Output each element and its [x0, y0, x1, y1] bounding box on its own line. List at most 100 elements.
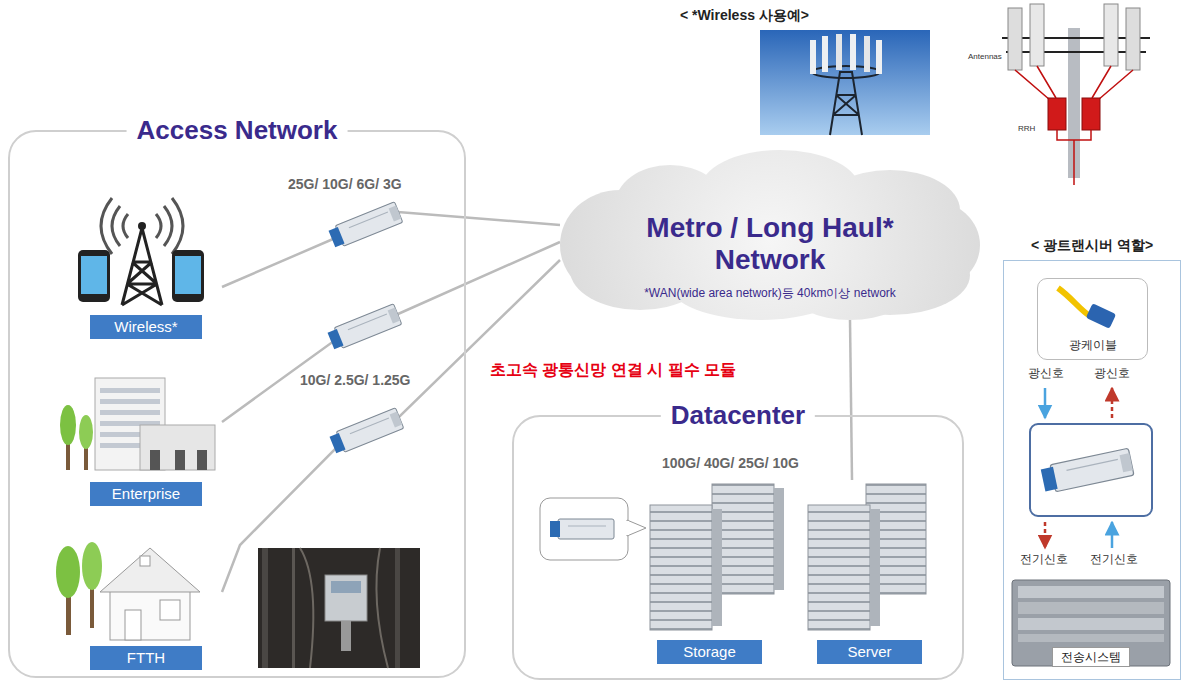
speed-label: 25G/ 10G/ 6G/ 3G [288, 176, 402, 193]
transceiver-frame [1050, 448, 1134, 492]
transceiver-callout [626, 521, 629, 535]
transceiver-frame [1030, 424, 1152, 516]
tower-photo [810, 40, 816, 74]
speed-label: 10G/ 2.5G/ 1.25G [300, 372, 411, 389]
metro-network-cloud: Metro / Long Haul* Network *WAN(wide area… [560, 150, 980, 320]
transceiver-module [330, 433, 346, 453]
transceiver-frame [1040, 448, 1134, 494]
signal-arrow [1044, 522, 1047, 548]
blue-label-box: Enterprise [90, 482, 202, 506]
signal-label: 전기신호 [1090, 552, 1138, 566]
part-name: Antennas [968, 52, 1002, 62]
panel-border [1003, 260, 1181, 680]
device-label: 전송시스템 [1052, 647, 1130, 667]
transmission-device-picture [1018, 586, 1164, 598]
house-icon [56, 542, 200, 640]
building-icon [79, 415, 93, 449]
transceiver-module [335, 202, 403, 246]
signal-arrow [1044, 388, 1047, 418]
datacenter-region: DatacenterStorageServer [512, 415, 964, 680]
transceiver-module [349, 212, 388, 228]
storage-rack [774, 488, 784, 590]
signal-arrow [1111, 522, 1114, 548]
transceiver-module [336, 408, 404, 452]
enterprise-node: Enterprise [52, 367, 222, 509]
transceiver-module [348, 314, 387, 330]
transmission-device-picture [1012, 580, 1170, 666]
antenna-rrh-illustration [1126, 8, 1140, 70]
note-text: 초고속 광통신망 연결 시 필수 모듈 [490, 360, 736, 379]
cell-tower-icon [123, 214, 128, 238]
tower-photo [836, 34, 842, 70]
network-link [222, 242, 560, 422]
panel-heading: < 광트랜시버 역할> [1000, 236, 1183, 254]
house-icon [160, 600, 180, 620]
transceiver-callout [550, 521, 560, 537]
network-link [222, 260, 560, 592]
tower-photo [830, 72, 862, 135]
house-icon [125, 610, 141, 640]
cloud-note: *WAN(wide area network)등 40km이상 network [600, 286, 940, 301]
optical-cable-picture [1086, 303, 1116, 328]
house-icon [82, 542, 102, 590]
ftth-photo [262, 548, 268, 668]
transceiver-module [328, 202, 403, 249]
antenna-rrh-illustration [1008, 8, 1022, 70]
speed-label: 100G/ 40G/ 25G/ 10G [662, 455, 799, 472]
tower-photo [864, 36, 870, 72]
optical-cable-box: 광케이블 [1037, 278, 1148, 360]
ftth-photo [300, 548, 388, 668]
cell-tower-icon [101, 198, 112, 254]
ftth-photo [341, 621, 351, 651]
house-icon [90, 588, 94, 628]
ftth-photo [395, 548, 400, 668]
transceiver-module [327, 304, 402, 351]
building-icon [60, 405, 76, 445]
tower-photo [822, 36, 828, 72]
blue-label-box: Server [817, 640, 922, 664]
network-link [850, 320, 852, 480]
cloud-title: Metro / Long Haul* Network [610, 212, 930, 276]
optical-cable-picture [1058, 288, 1090, 316]
part-name: RRH [1018, 124, 1035, 134]
blue-label-box: FTTH [90, 646, 202, 670]
cell-tower-icon [164, 206, 172, 246]
building-icon [100, 399, 160, 404]
transceiver-frame [1041, 467, 1058, 492]
transceiver-role-panel: < 광트랜시버 역할> 광케이블전송시스템 [1000, 232, 1183, 680]
transceiver-callout [558, 519, 614, 539]
transmission-device-picture [1018, 602, 1164, 614]
storage-rack [712, 509, 722, 626]
transmission-device-picture [1012, 580, 1170, 666]
building-icon [175, 450, 185, 470]
cell-tower-icon [101, 198, 183, 305]
ftth-photo [325, 575, 367, 621]
antenna-rrh-illustration [1002, 4, 1150, 185]
signal-label: 광신호 [1028, 366, 1064, 380]
ftth-photo [258, 548, 420, 668]
cell-tower-icon [172, 198, 183, 254]
wireless-node: Wireless* [72, 197, 222, 342]
tower-photo [850, 34, 856, 70]
building-icon [100, 410, 160, 415]
transceiver-module [329, 227, 345, 247]
cell-tower-icon [156, 214, 161, 238]
box-label: 광케이블 [1038, 337, 1147, 353]
ftth-node: FTTH [52, 527, 222, 672]
house-icon [110, 588, 190, 640]
building-icon [150, 450, 160, 470]
transceiver-callout [540, 498, 646, 560]
house-icon [140, 556, 150, 566]
storage-rack [650, 505, 712, 630]
phone-icon [78, 250, 110, 302]
transceiver-callout [568, 526, 606, 527]
signal-label: 전기신호 [1020, 552, 1068, 566]
transceiver-frame [1030, 424, 1152, 516]
phone-icon [81, 256, 107, 294]
transmission-device-picture [1018, 634, 1164, 642]
building-icon [95, 378, 165, 470]
building-icon [100, 388, 160, 393]
antenna-rrh-illustration [1048, 98, 1066, 130]
transceiver-module [329, 408, 404, 455]
